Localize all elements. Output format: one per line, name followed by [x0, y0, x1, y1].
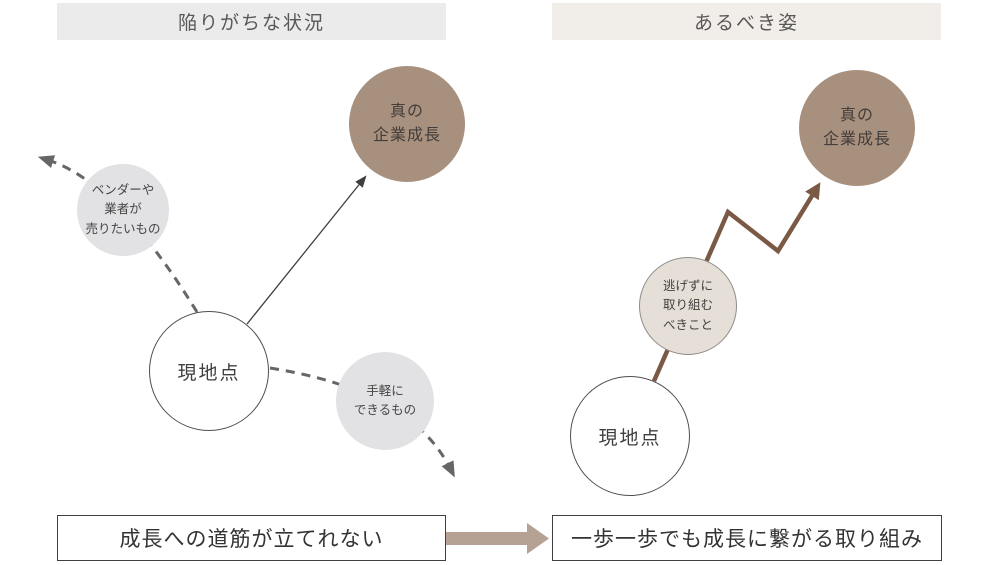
left-panel-header: 陥りがちな状況	[57, 3, 446, 40]
vendor-line3: 売りたいもの	[85, 221, 161, 236]
left-caption-box: 成長への道筋が立てれない	[57, 515, 446, 561]
easy-line1: 手軽に	[366, 383, 404, 398]
vendor-circle: ベンダーや 業者が 売りたいもの	[77, 164, 169, 256]
task-line3: べきこと	[662, 317, 713, 332]
vendor-line1: ベンダーや	[91, 182, 155, 197]
easy-line2: できるもの	[353, 403, 417, 417]
left-current-position-circle: 現地点	[149, 311, 269, 431]
left-current-label: 現地点	[177, 362, 241, 384]
dashed-arrow-lower-right	[269, 366, 455, 478]
task-line2: 取り組む	[662, 298, 713, 313]
right-panel-header: あるべき姿	[552, 3, 941, 40]
vendor-line2: 業者が	[104, 202, 142, 217]
right-current-position-circle: 現地点	[570, 376, 690, 496]
thin-arrow-to-goal	[246, 175, 367, 325]
task-circle: 逃げずに 取り組む べきこと	[639, 257, 737, 355]
right-goal-line2: 企業成長	[822, 131, 891, 148]
transition-arrow	[445, 523, 549, 554]
right-goal-circle: 真の 企業成長	[799, 70, 915, 186]
easy-things-circle: 手軽に できるもの	[336, 352, 434, 450]
right-caption-box: 一歩一歩でも成長に繋がる取り組み	[552, 515, 942, 561]
right-current-label: 現地点	[598, 427, 662, 449]
left-goal-line1: 真の	[389, 103, 424, 120]
task-line1: 逃げずに	[662, 278, 713, 293]
right-goal-line1: 真の	[839, 107, 874, 124]
left-goal-circle: 真の 企業成長	[349, 66, 465, 182]
left-goal-line2: 企業成長	[372, 127, 441, 144]
